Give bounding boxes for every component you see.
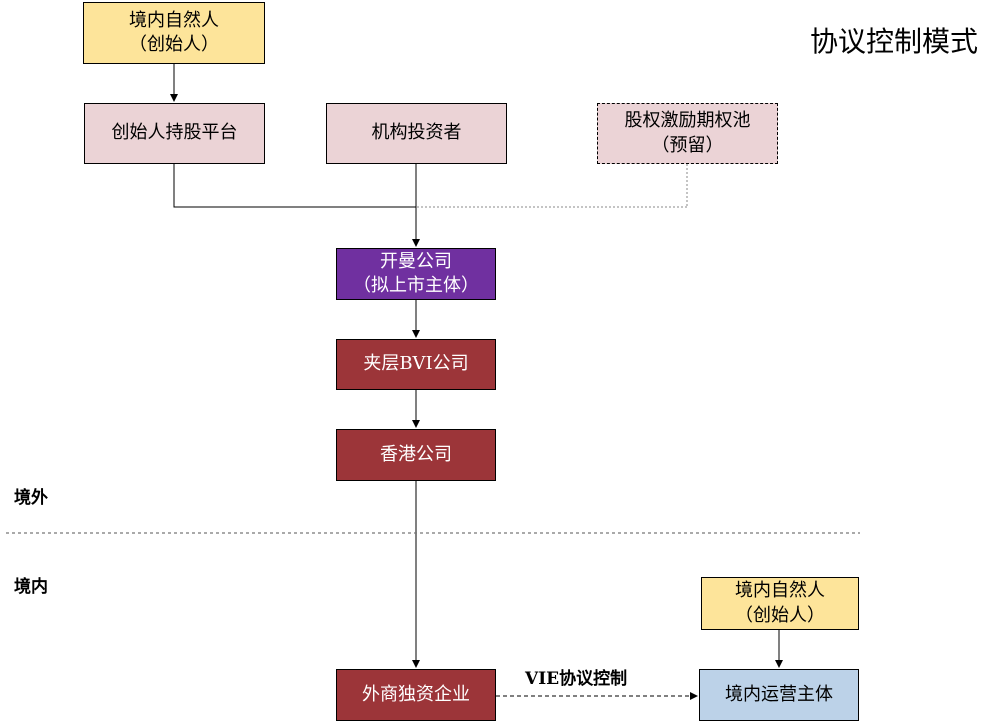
node-founder-bottom-line2: （创始人） bbox=[735, 604, 825, 626]
node-founder-platform: 创始人持股平台 bbox=[84, 103, 265, 164]
node-institutional-investor-label: 机构投资者 bbox=[371, 122, 462, 144]
node-hk: 香港公司 bbox=[336, 429, 496, 481]
node-founder-top-line2: （创始人） bbox=[129, 34, 219, 55]
region-onshore-label: 境内 bbox=[14, 577, 48, 597]
node-founder-top: 境内自然人 （创始人） bbox=[83, 2, 265, 64]
node-opco: 境内运营主体 bbox=[699, 669, 859, 721]
node-esop-pool: 股权激励期权池 （预留） bbox=[597, 103, 778, 164]
edge-label-vie: VIE协议控制 bbox=[525, 669, 628, 689]
node-cayman-line1: 开曼公司 bbox=[380, 250, 452, 272]
node-wfoe: 外商独资企业 bbox=[336, 669, 496, 721]
node-esop-line1: 股权激励期权池 bbox=[624, 110, 751, 132]
node-hk-label: 香港公司 bbox=[380, 443, 452, 465]
node-wfoe-label: 外商独资企业 bbox=[362, 683, 470, 705]
node-founder-bottom: 境内自然人 （创始人） bbox=[701, 577, 859, 630]
node-bvi: 夹层BVI公司 bbox=[336, 339, 496, 390]
node-founder-platform-label: 创始人持股平台 bbox=[111, 122, 238, 144]
node-cayman: 开曼公司 （拟上市主体） bbox=[336, 248, 496, 300]
node-esop-line2: （预留） bbox=[651, 134, 724, 156]
page-title: 协议控制模式 bbox=[809, 25, 978, 58]
region-offshore-label: 境外 bbox=[14, 488, 48, 508]
edge-platform-merge bbox=[173, 164, 416, 208]
node-cayman-line2: （拟上市主体） bbox=[353, 275, 479, 296]
node-founder-top-line1: 境内自然人 bbox=[129, 9, 219, 31]
node-bvi-label: 夹层BVI公司 bbox=[363, 353, 469, 375]
node-opco-label: 境内运营主体 bbox=[725, 683, 833, 705]
node-institutional-investor: 机构投资者 bbox=[326, 103, 507, 164]
node-founder-bottom-line1: 境内自然人 bbox=[735, 580, 825, 602]
